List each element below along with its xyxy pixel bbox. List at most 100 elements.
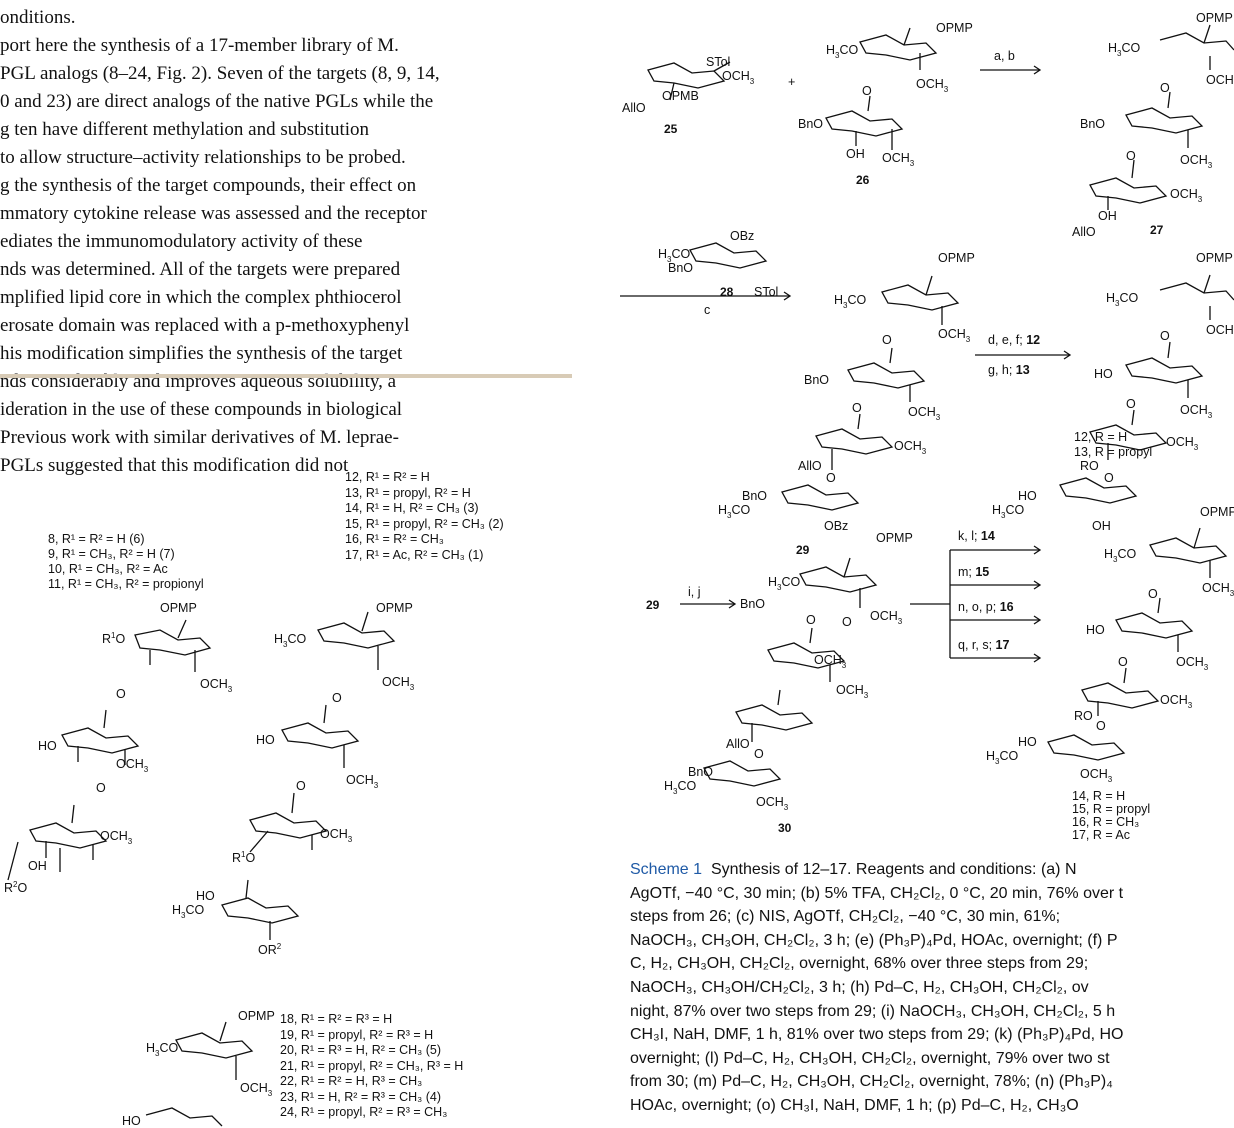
svg-text:OR2: OR2 — [258, 942, 282, 957]
compound-label: 17, R = Ac — [1072, 828, 1131, 842]
svg-text:OCH3: OCH3 — [870, 609, 903, 626]
svg-text:H3CO: H3CO — [768, 575, 801, 592]
svg-text:OCH3: OCH3 — [100, 829, 133, 846]
svg-text:HO: HO — [1018, 489, 1037, 503]
svg-text:AllO: AllO — [622, 101, 646, 115]
svg-text:O: O — [1118, 655, 1128, 669]
svg-text:HO: HO — [1018, 735, 1037, 749]
caption-line: Synthesis of 12–17. Reagents and conditi… — [710, 861, 1077, 878]
svg-text:OCH3: OCH3 — [240, 1081, 273, 1098]
svg-text:OBz: OBz — [824, 519, 848, 533]
text-line: port here the synthesis of a 17-member l… — [0, 35, 399, 56]
svg-text:q, r, s; 17: q, r, s; 17 — [958, 638, 1009, 652]
caption-line: NaOCH₃, CH₃OH, CH₂Cl₂, 3 h; (e) (Ph₃P)₄P… — [630, 931, 1118, 949]
svg-text:OPMP: OPMP — [936, 21, 973, 35]
compound-label: 12, R¹ = R² = H — [345, 470, 430, 484]
svg-text:OCH3: OCH3 — [1206, 73, 1234, 90]
caption-line: CH₃I, NaH, DMF, 1 h, 81% over two steps … — [630, 1026, 1124, 1044]
compound-labels-b: 12, R¹ = R² = H 13, R¹ = propyl, R² = H … — [345, 470, 504, 563]
svg-text:HO: HO — [1094, 367, 1113, 381]
svg-text:H3CO: H3CO — [826, 43, 859, 60]
caption-line: from 30; (m) Pd–C, H₂, CH₃OH, CH₂Cl₂, ov… — [630, 1073, 1113, 1091]
svg-text:O: O — [96, 781, 106, 795]
figure-divider — [0, 374, 572, 378]
svg-text:STol: STol — [706, 55, 730, 69]
text-line: g the synthesis of the target compounds,… — [0, 175, 417, 196]
svg-text:O: O — [1160, 81, 1170, 95]
svg-text:OCH3: OCH3 — [882, 151, 915, 168]
svg-text:OH: OH — [846, 147, 865, 161]
compound-label: 8, R¹ = R² = H (6) — [48, 532, 145, 546]
svg-text:OH: OH — [1098, 209, 1117, 223]
compound-label: 23, R¹ = H, R² = R³ = CH₃ (4) — [280, 1089, 442, 1104]
compound-number: 28 — [720, 285, 734, 299]
svg-text:k, l; 14: k, l; 14 — [958, 529, 995, 543]
svg-text:R2O: R2O — [4, 880, 27, 895]
svg-text:OCH3: OCH3 — [346, 773, 379, 790]
compound-label: 15, R¹ = propyl, R² = CH₃ (2) — [345, 516, 504, 531]
caption-label: Scheme 1 — [630, 861, 703, 878]
svg-text:HO: HO — [1086, 623, 1105, 637]
compound-label: 13, R¹ = propyl, R² = H — [345, 485, 471, 500]
svg-text:OPMP: OPMP — [160, 601, 197, 615]
text-line: ideration in the use of these compounds … — [0, 399, 403, 420]
svg-text:H3CO: H3CO — [986, 749, 1019, 766]
compound-number: 29 — [646, 598, 660, 612]
svg-text:OCH3: OCH3 — [1166, 435, 1199, 452]
svg-text:OCH3: OCH3 — [116, 757, 149, 774]
svg-text:O: O — [852, 401, 862, 415]
text-line: ediates the immunomodulatory activity of… — [0, 231, 363, 252]
svg-text:OCH3: OCH3 — [908, 405, 941, 422]
svg-text:O: O — [1126, 149, 1136, 163]
svg-text:O: O — [1096, 719, 1106, 733]
compound-number: 27 — [1150, 223, 1164, 237]
text-line: mplified lipid core in which the complex… — [0, 287, 402, 308]
svg-text:O: O — [1160, 329, 1170, 343]
svg-text:H3CO: H3CO — [146, 1041, 179, 1058]
svg-text:OCH3: OCH3 — [1180, 403, 1213, 420]
svg-text:OH: OH — [1092, 519, 1111, 533]
svg-text:g, h; 13: g, h; 13 — [988, 363, 1030, 377]
svg-text:O: O — [754, 747, 764, 761]
compound-labels-a: 8, R¹ = R² = H (6) 9, R¹ = CH₃, R² = H (… — [48, 532, 204, 592]
compound-number: 25 — [664, 122, 678, 136]
text-line: mmatory cytokine release was assessed an… — [0, 203, 427, 224]
svg-text:OCH3: OCH3 — [814, 653, 847, 670]
caption-line: night, 87% over two steps from 29; (i) N… — [630, 1002, 1116, 1020]
scheme-caption: Scheme 1 Synthesis of 12–17. Reagents an… — [630, 858, 1234, 1118]
svg-text:OPMP: OPMP — [238, 1009, 275, 1023]
svg-text:H3CO: H3CO — [172, 903, 205, 920]
svg-text:OCH3: OCH3 — [320, 827, 353, 844]
compound-label: 21, R¹ = propyl, R² = CH₃, R³ = H — [280, 1058, 464, 1073]
compound-label: 17, R¹ = Ac, R² = CH₃ (1) — [345, 547, 484, 562]
svg-text:H3CO: H3CO — [1104, 547, 1137, 564]
svg-text:OCH3: OCH3 — [382, 675, 415, 692]
svg-text:OPMP: OPMP — [876, 531, 913, 545]
svg-text:AllO: AllO — [1072, 225, 1096, 239]
svg-text:H3CO: H3CO — [658, 247, 691, 264]
svg-text:RO: RO — [1074, 709, 1093, 723]
compound-label: 24, R¹ = propyl, R² = R³ = CH₃ — [280, 1105, 448, 1119]
svg-text:O: O — [882, 333, 892, 347]
svg-text:OCH3: OCH3 — [200, 677, 233, 694]
compound-label: 12, R = H — [1074, 430, 1128, 444]
body-paragraph: onditions. port here the synthesis of a … — [0, 4, 572, 480]
text-line: onditions. — [0, 7, 76, 28]
svg-text:O: O — [1126, 397, 1136, 411]
compound-number: 26 — [856, 173, 870, 187]
svg-text:OPMP: OPMP — [1200, 505, 1234, 519]
svg-text:O: O — [296, 779, 306, 793]
compound-label: 14, R = H — [1072, 789, 1126, 803]
scheme-r-labels-1: 12, R = H 13, R = propyl — [1074, 430, 1152, 460]
svg-text:OCH3: OCH3 — [938, 327, 971, 344]
text-line: g ten have different methylation and sub… — [0, 119, 370, 140]
svg-text:OCH3: OCH3 — [1160, 693, 1193, 710]
svg-text:i, j: i, j — [688, 585, 701, 599]
svg-text:OPMP: OPMP — [376, 601, 413, 615]
svg-text:H3CO: H3CO — [274, 632, 307, 649]
svg-text:OCH3: OCH3 — [1206, 323, 1234, 340]
compound-label: 14, R¹ = H, R² = CH₃ (3) — [345, 501, 479, 515]
caption-line: AgOTf, −40 °C, 30 min; (b) 5% TFA, CH₂Cl… — [630, 884, 1124, 902]
svg-text:H3CO: H3CO — [664, 779, 697, 796]
svg-text:m; 15: m; 15 — [958, 565, 989, 579]
